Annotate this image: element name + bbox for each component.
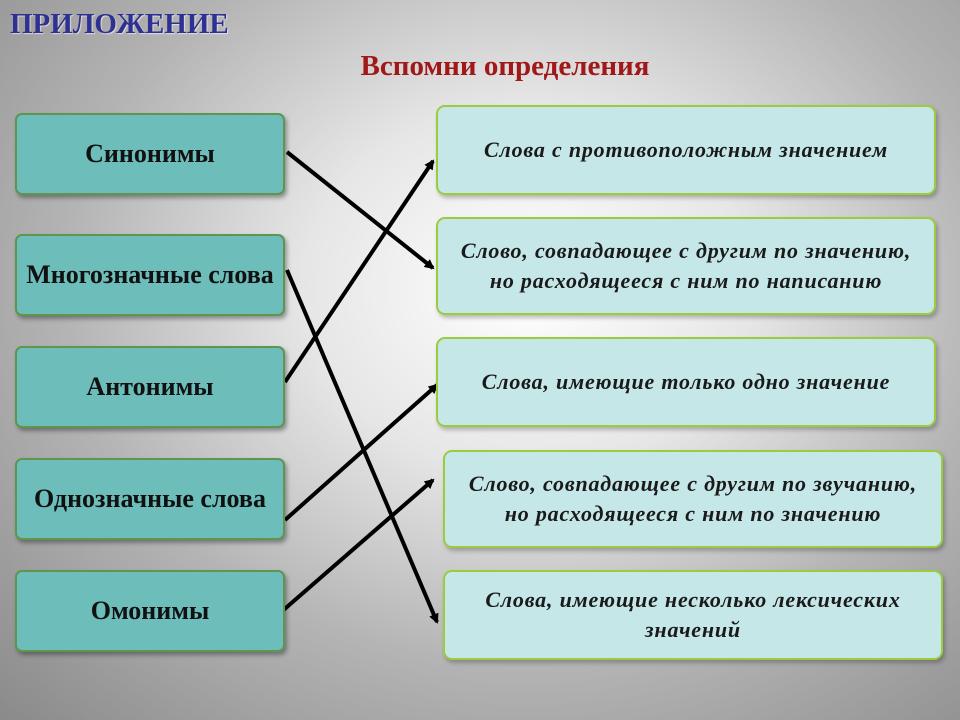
definition-box-1[interactable]: Слова с противоположным значением	[436, 105, 936, 195]
arrow-monosemous	[283, 383, 439, 522]
arrow-synonyms	[285, 150, 435, 270]
arrow-antonyms	[283, 159, 435, 384]
term-box-polysemous[interactable]: Многозначные слова	[15, 234, 285, 316]
term-box-monosemous[interactable]: Однозначные слова	[15, 458, 285, 540]
definition-box-4[interactable]: Слово, совпадающее с другим по звучанию,…	[443, 450, 943, 548]
arrow-polysemous	[285, 269, 439, 624]
term-box-antonyms[interactable]: Антонимы	[15, 346, 285, 428]
definition-box-3[interactable]: Слова, имеющие только одно значение	[436, 337, 936, 427]
app-title: ПРИЛОЖЕНИЕ	[10, 8, 229, 40]
term-box-synonyms[interactable]: Синонимы	[15, 113, 285, 195]
term-box-homonyms[interactable]: Омонимы	[15, 570, 285, 652]
definition-box-2[interactable]: Слово, совпадающее с другим по значению,…	[436, 217, 936, 315]
arrow-homonyms	[278, 478, 435, 615]
definition-box-5[interactable]: Слова, имеющие несколько лексических зна…	[443, 570, 943, 660]
page-subtitle: Вспомни определения	[360, 50, 650, 82]
